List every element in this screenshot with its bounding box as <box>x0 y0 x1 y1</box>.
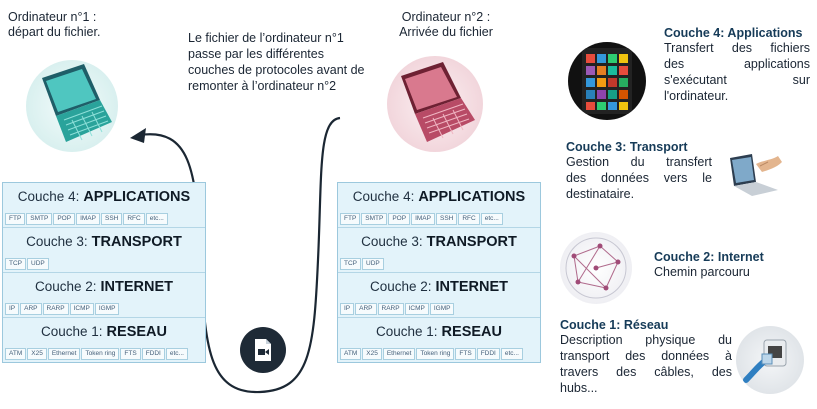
layer-internet: Couche 2:INTERNET IP ARP RARP ICMP IGMP <box>3 273 205 318</box>
protocol-tag: SSH <box>100 213 123 225</box>
protocol-tag: IP <box>5 303 20 315</box>
protocol-tag: RFC <box>458 213 480 225</box>
protocol-tag: FTP <box>340 213 361 225</box>
protocol-tag: ARP <box>20 303 42 315</box>
protocol-tag: IGMP <box>429 303 455 315</box>
protocol-tag: UDP <box>27 258 49 270</box>
hand-laptop-icon <box>722 150 784 200</box>
middle-explanation: Le fichier de l’ordinateur n°1 passe par… <box>188 31 365 93</box>
layer-applications: Couche 4:APPLICATIONS FTP SMTP POP IMAP … <box>3 183 205 228</box>
protocol-tag: etc... <box>145 213 168 225</box>
protocol-tag: etc... <box>165 348 188 360</box>
protocol-tag: X25 <box>362 348 382 360</box>
protocol-tag: FDDI <box>476 348 500 360</box>
layer-transport: Couche 3:TRANSPORT TCP UDP <box>3 228 205 273</box>
layer-reseau: Couche 1:RESEAU ATM X25 Ethernet Token r… <box>338 318 540 362</box>
description-transport: Couche 3: Transport Gestion du transfert… <box>566 140 712 201</box>
protocol-tag: TCP <box>340 258 361 270</box>
laptop-teal-icon <box>26 60 118 152</box>
protocol-tag: IMAP <box>76 213 100 225</box>
protocol-tag: POP <box>388 213 411 225</box>
layer-reseau: Couche 1:RESEAU ATM X25 Ethernet Token r… <box>3 318 205 362</box>
network-globe-icon <box>560 232 632 304</box>
protocol-tag: UDP <box>362 258 384 270</box>
protocol-tag: SSH <box>435 213 458 225</box>
protocol-tag: etc... <box>480 213 503 225</box>
protocol-tag: FTP <box>5 213 26 225</box>
protocol-tag: RARP <box>377 303 404 315</box>
protocol-tag: Ethernet <box>382 348 416 360</box>
left-computer-caption: Ordinateur n°1 : départ du fichier. <box>8 10 101 39</box>
layer-applications: Couche 4:APPLICATIONS FTP SMTP POP IMAP … <box>338 183 540 228</box>
protocol-tag: IMAP <box>411 213 435 225</box>
protocol-tag: FDDI <box>141 348 165 360</box>
protocol-tag: ATM <box>5 348 27 360</box>
protocol-tag: SMTP <box>361 213 388 225</box>
right-computer-caption: Ordinateur n°2 : Arrivée du fichier <box>399 10 493 39</box>
left-protocol-stack: Couche 4:APPLICATIONS FTP SMTP POP IMAP … <box>2 182 206 363</box>
protocol-tag: RFC <box>123 213 145 225</box>
protocol-tag: ICMP <box>404 303 429 315</box>
layer-internet: Couche 2:INTERNET IP ARP RARP ICMP IGMP <box>338 273 540 318</box>
protocol-tag: POP <box>53 213 76 225</box>
protocol-tag: etc... <box>500 348 523 360</box>
protocol-tag: ARP <box>355 303 377 315</box>
description-reseau: Couche 1: Réseau Description physique du… <box>560 318 732 395</box>
protocol-tag: Token ring <box>416 348 455 360</box>
layer-transport: Couche 3:TRANSPORT TCP UDP <box>338 228 540 273</box>
protocol-tag: FTS <box>455 348 476 360</box>
protocol-tag: IGMP <box>94 303 120 315</box>
file-transfer-icon <box>240 327 286 373</box>
protocol-tag: ICMP <box>69 303 94 315</box>
smartphone-apps-icon <box>568 42 646 120</box>
laptop-pink-icon <box>387 56 483 152</box>
protocol-tag: Ethernet <box>47 348 81 360</box>
right-protocol-stack: Couche 4:APPLICATIONS FTP SMTP POP IMAP … <box>337 182 541 363</box>
protocol-tag: TCP <box>5 258 26 270</box>
protocol-tag: ATM <box>340 348 362 360</box>
protocol-tag: Token ring <box>81 348 120 360</box>
protocol-tag: SMTP <box>26 213 53 225</box>
description-internet: Couche 2: Internet Chemin parcouru <box>654 250 764 279</box>
protocol-tag: IP <box>340 303 355 315</box>
protocol-tag: FTS <box>120 348 141 360</box>
protocol-tag: RARP <box>42 303 69 315</box>
ethernet-cable-icon <box>736 326 804 394</box>
description-applications: Couche 4: Applications Transfert des fic… <box>664 26 810 103</box>
protocol-tag: X25 <box>27 348 47 360</box>
